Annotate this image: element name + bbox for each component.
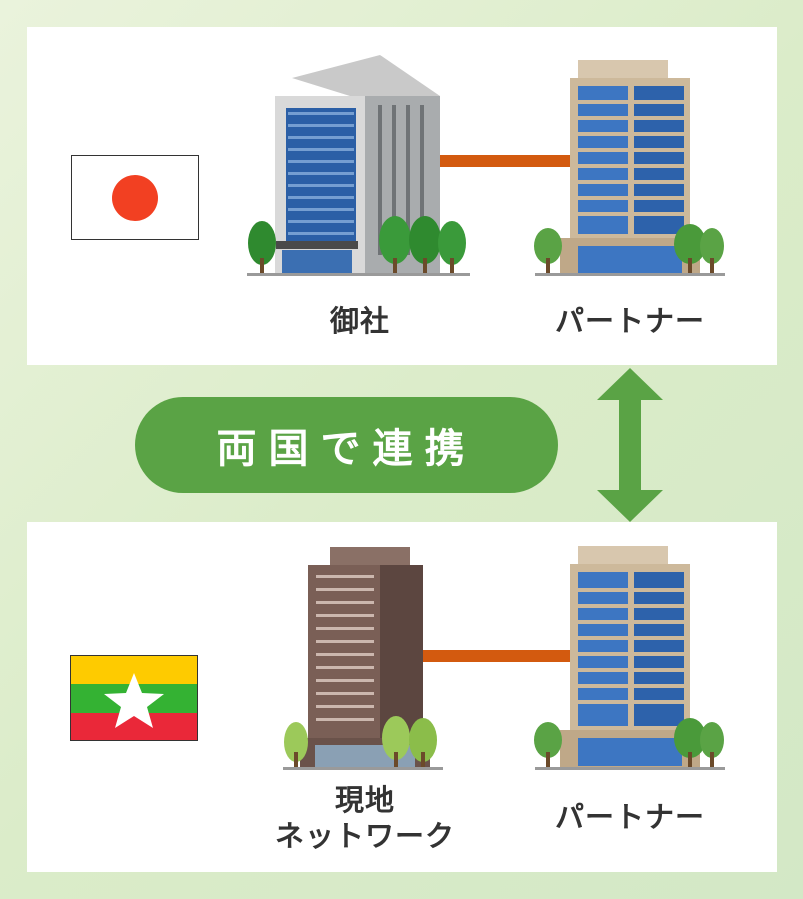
partner-building-top [560,60,700,276]
ground-line [535,767,725,770]
ground-line [247,273,470,276]
company-label: 御社 [329,304,390,338]
ground-line [283,767,443,770]
connector-top [438,155,572,167]
japan-flag-icon [71,155,199,240]
japan-flag-sun [112,175,158,221]
connector-bottom [418,650,572,662]
collaboration-pill: 両国で連携 [135,397,558,493]
tree-icons [248,216,724,768]
company-building [275,55,440,276]
local-network-label-line2: ネットワーク [274,819,455,853]
myanmar-flag-icon [70,655,198,741]
local-network-building [300,547,430,768]
myanmar-flag-star [104,673,164,728]
myanmar-flag-red-band [71,713,197,740]
local-network-label-line1: 現地 [334,783,395,817]
ground-line [535,273,725,276]
double-arrow-icon [597,368,663,522]
partner-label-bottom: パートナー [554,800,705,834]
partner-label-top: パートナー [554,304,705,338]
